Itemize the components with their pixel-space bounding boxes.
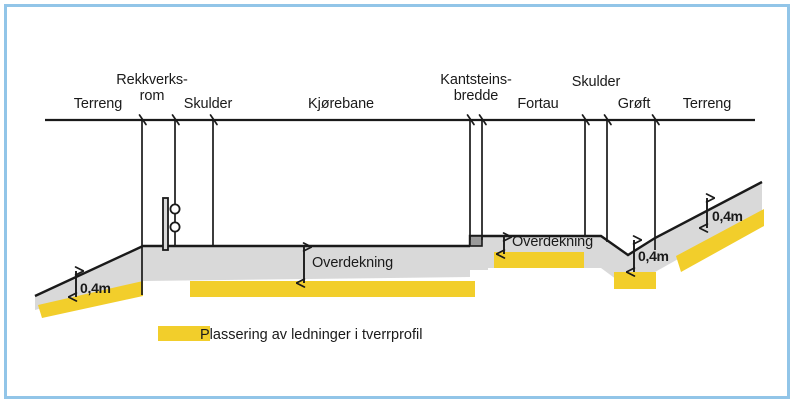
dim-label-right-terrain: 0,4m	[712, 208, 743, 224]
label-terreng-right: Terreng	[682, 96, 732, 112]
pipe-band-sidewalk	[494, 252, 584, 268]
label-fortau: Fortau	[517, 96, 559, 112]
guardrail-bolt-upper	[169, 203, 181, 215]
label-kantsteinsbredde-line2: bredde	[453, 88, 499, 104]
dim-label-left-terrain: 0,4m	[80, 280, 111, 296]
guardrail-detail	[162, 197, 181, 251]
left-terrain-fill	[35, 246, 143, 310]
label-rekkverksrom-line1: Rekkverks-	[116, 72, 188, 88]
dimension-arrows	[76, 198, 707, 297]
carriageway-fill	[143, 246, 470, 281]
dim-label-ditch: 0,4m	[638, 248, 669, 264]
kerb-block	[469, 235, 483, 247]
guardrail-post	[162, 197, 169, 251]
pipe-band-right-terrain	[676, 209, 764, 272]
legend-swatch	[158, 326, 210, 341]
figure-border	[4, 4, 790, 399]
label-groft: Grøft	[617, 96, 651, 112]
label-skulder-right: Skulder	[571, 74, 621, 90]
label-kantsteinsbredde-line1: Kantsteins-	[440, 72, 512, 88]
pipe-band-carriageway	[190, 281, 475, 297]
dim-label-carriageway: Overdekning	[312, 255, 394, 271]
label-rekkverksrom-line2: rom	[139, 88, 165, 104]
guardrail-bolt-lower	[169, 221, 181, 233]
label-skulder-left: Skulder	[183, 96, 233, 112]
pipe-band-ditch	[614, 272, 656, 289]
label-kjorebane: Kjørebane	[308, 96, 374, 112]
legend-text: Plassering av ledninger i tverrprofil	[200, 327, 423, 343]
dim-label-sidewalk: Overdekning	[512, 234, 594, 250]
utility-pipe-bands	[38, 209, 764, 318]
label-terreng-left: Terreng	[73, 96, 123, 112]
pipe-band-left-terrain	[38, 281, 143, 318]
